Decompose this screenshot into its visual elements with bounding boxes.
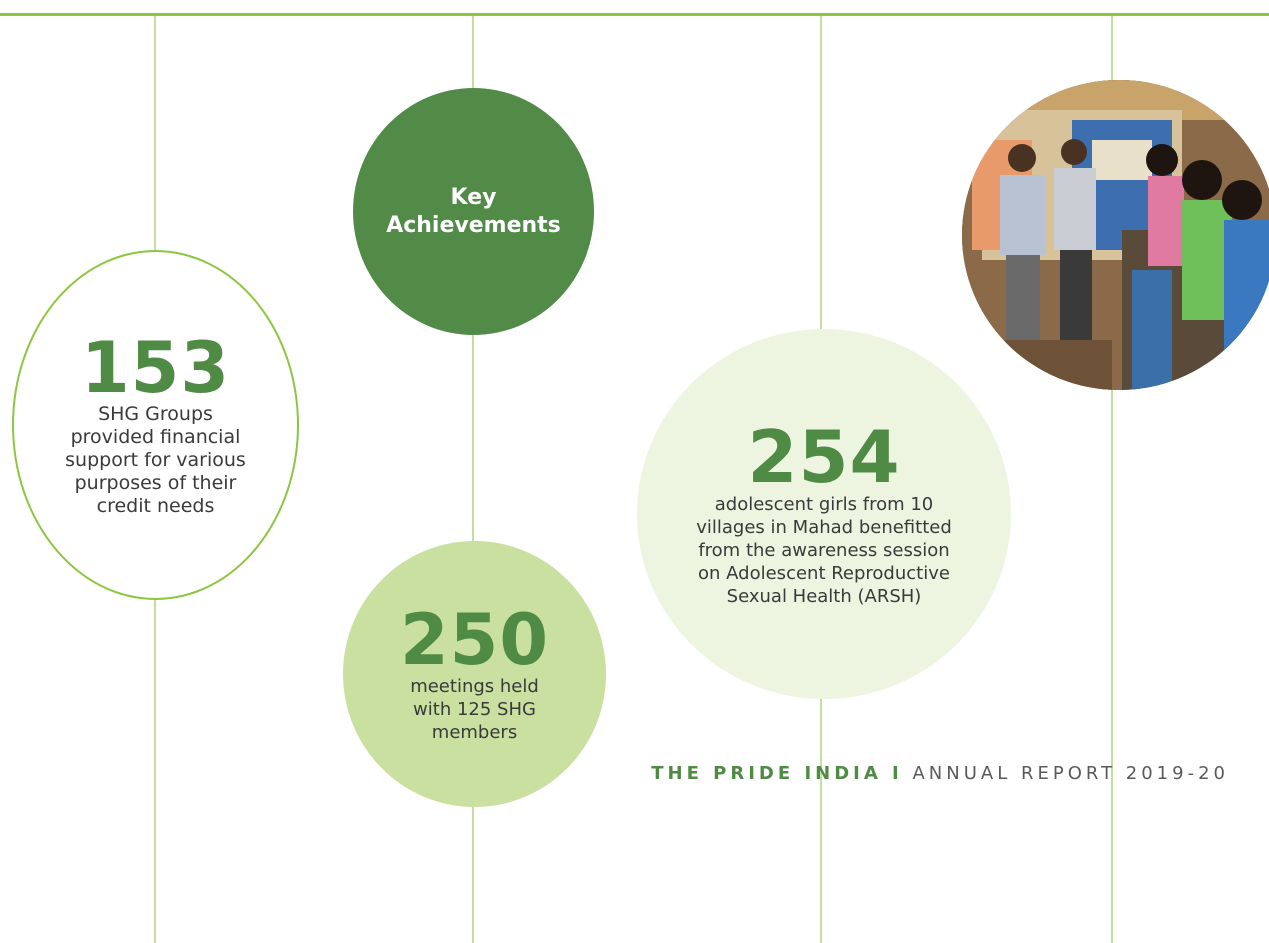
key-achievements-circle: Key Achievements <box>353 88 594 335</box>
stat-description: adolescent girls from 10 villages in Mah… <box>696 493 952 607</box>
stat-number: 254 <box>747 414 901 499</box>
key-achievements-title: Key Achievements <box>386 184 561 238</box>
stat-circle-153: 153 SHG Groups provided financial suppor… <box>12 250 299 600</box>
stat-circle-254: 254 adolescent girls from 10 villages in… <box>637 329 1011 699</box>
photo-awareness-session <box>962 80 1269 390</box>
stat-number: 250 <box>399 598 550 681</box>
divider-line-2 <box>472 16 474 943</box>
footer-report-name: ANNUAL REPORT 2019-20 <box>912 763 1229 784</box>
stat-number: 153 <box>80 326 231 409</box>
stat-description: SHG Groups provided financial support fo… <box>65 402 246 517</box>
divider-line-4 <box>1111 16 1113 943</box>
footer-report-title: THE PRIDE INDIA I ANNUAL REPORT 2019-20 <box>651 763 1229 784</box>
footer-org-name: THE PRIDE INDIA I <box>651 763 903 784</box>
stat-description: meetings held with 125 SHG members <box>410 675 539 743</box>
top-rule <box>0 13 1269 16</box>
stat-circle-250: 250 meetings held with 125 SHG members <box>343 541 606 807</box>
photo-illustration <box>962 80 1269 390</box>
